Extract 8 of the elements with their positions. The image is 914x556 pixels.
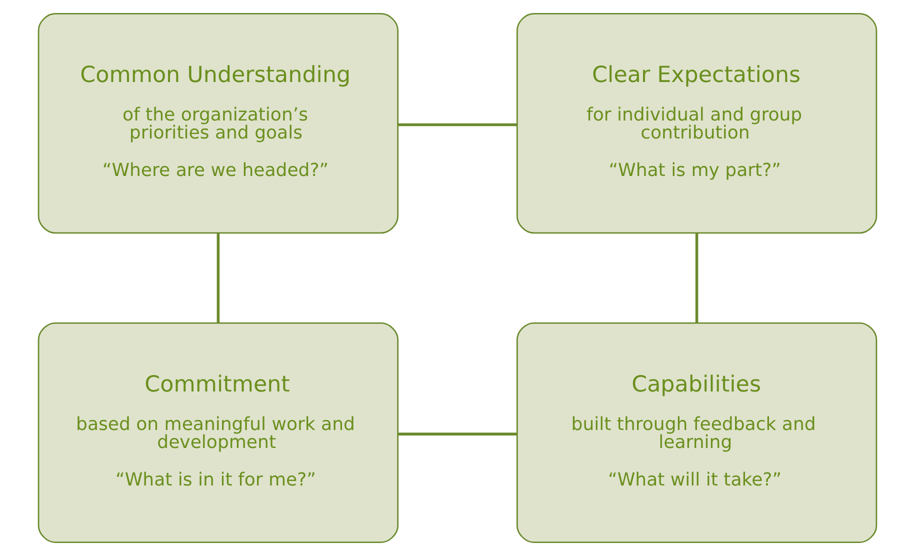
node-box: Commitment based on meaningful work and development “What is in it for me?”	[37, 322, 398, 543]
node-box: Clear Expectations for individual and group contribution “What is my part?”	[516, 13, 877, 234]
connector	[694, 233, 698, 323]
connector	[398, 123, 517, 126]
node-box: Common Understanding of the organization’s priorities and goals “Where are we headed?”	[37, 13, 398, 234]
connector	[398, 432, 517, 436]
node-box: Capabilities built through feedback and learning “What will it take?”	[516, 322, 877, 543]
connector	[216, 233, 220, 323]
